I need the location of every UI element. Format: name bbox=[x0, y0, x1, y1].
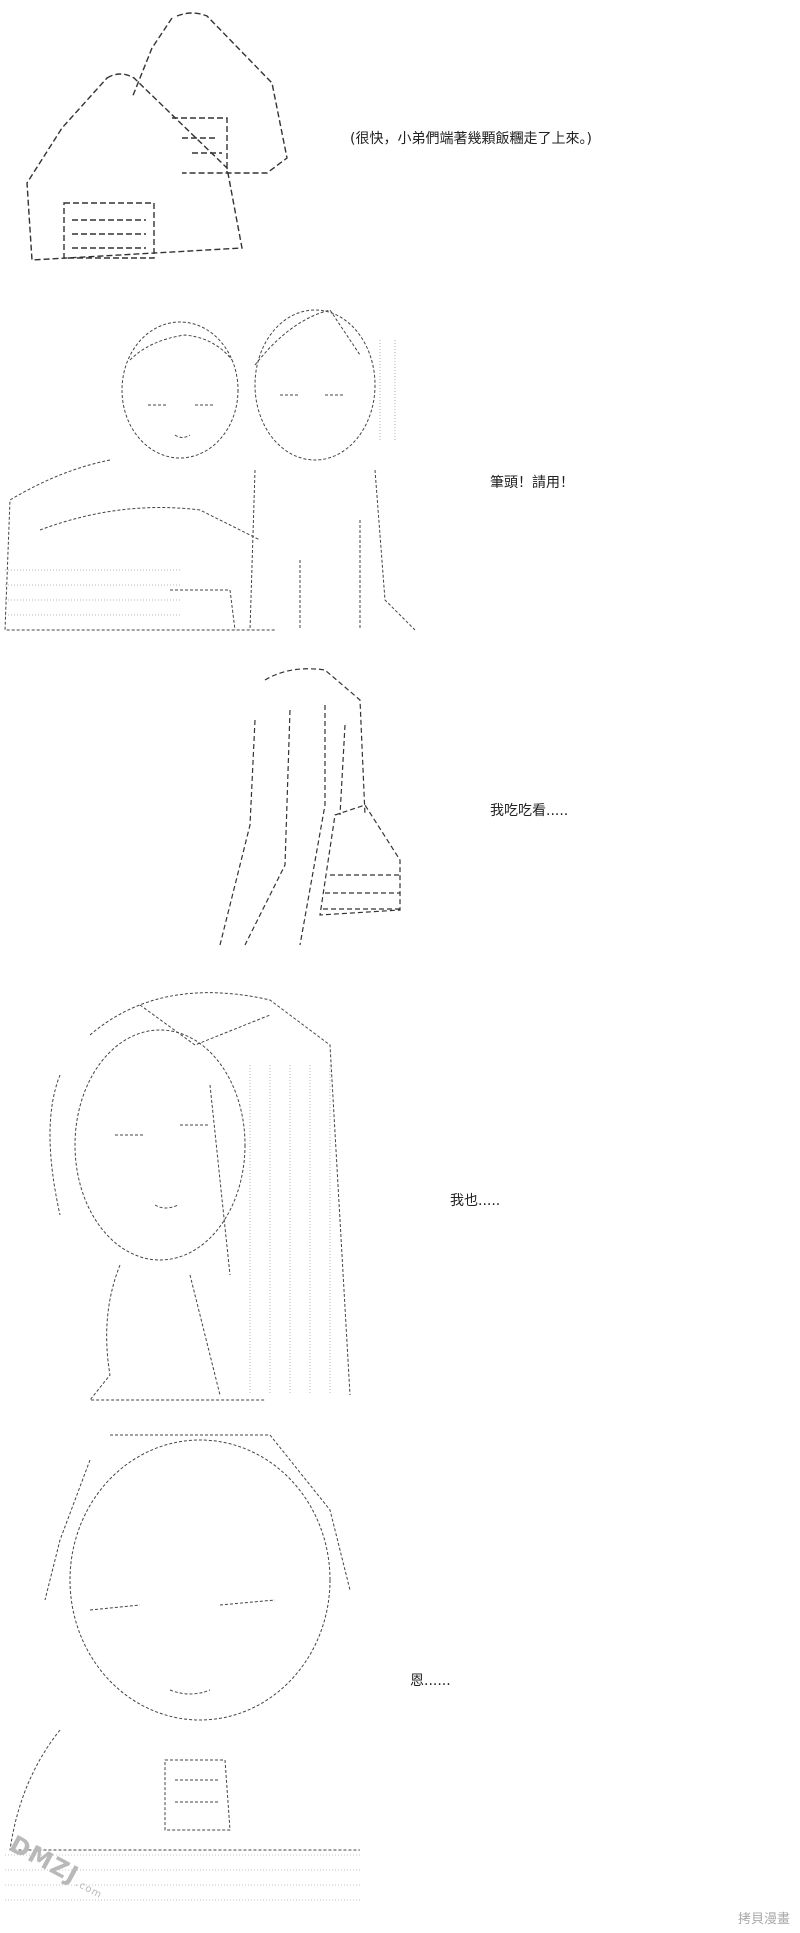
hand-onigiri-art bbox=[195, 665, 425, 955]
boy-art bbox=[0, 1430, 360, 1910]
panel-eating: 我吃吃看..... bbox=[0, 665, 800, 965]
panel-me-too: 我也..... bbox=[0, 975, 800, 1415]
panel-caption: 筆頭！請用！ bbox=[490, 475, 574, 491]
panel-caption: 我吃吃看..... bbox=[490, 803, 569, 819]
panel-hmm: 恩...... bbox=[0, 1430, 800, 1930]
panel-onigiri: (很快，小弟們端著幾顆飯糰走了上來。) bbox=[0, 0, 800, 270]
offering-characters-art bbox=[0, 300, 520, 640]
panel-caption: 恩...... bbox=[410, 1673, 451, 1689]
girl-art bbox=[20, 975, 360, 1405]
panel-offering: 筆頭！請用！ bbox=[0, 300, 800, 640]
onigiri-art bbox=[12, 8, 312, 268]
panel-caption: (很快，小弟們端著幾顆飯糰走了上來。) bbox=[350, 131, 592, 147]
corner-watermark: 拷貝漫畫 bbox=[737, 1912, 790, 1927]
panel-caption: 我也..... bbox=[450, 1193, 501, 1209]
